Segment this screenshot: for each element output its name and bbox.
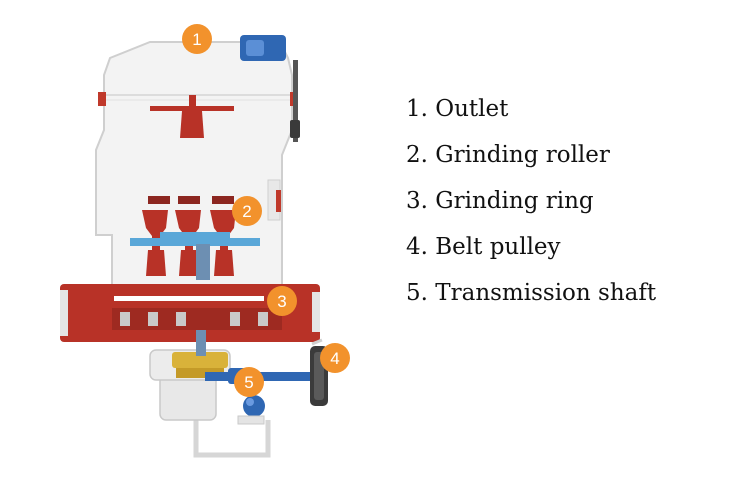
callout-badge bbox=[234, 367, 264, 397]
grinding-rollers bbox=[130, 196, 260, 280]
callout-3: 3 bbox=[267, 286, 297, 316]
svg-text:2: 2 bbox=[242, 202, 251, 221]
legend-label: Belt pulley bbox=[435, 234, 561, 260]
legend-item: 3. Grinding ring bbox=[406, 178, 656, 224]
legend-item: 5. Transmission shaft bbox=[406, 270, 656, 316]
svg-text:5: 5 bbox=[244, 373, 253, 392]
svg-text:3: 3 bbox=[277, 292, 286, 311]
legend-label: Grinding ring bbox=[435, 188, 594, 214]
legend-number: 2. bbox=[406, 142, 428, 168]
legend-number: 3. bbox=[406, 188, 428, 214]
legend-item: 1. Outlet bbox=[406, 86, 656, 132]
legend-number: 5. bbox=[406, 280, 428, 306]
svg-text:1: 1 bbox=[192, 30, 201, 49]
legend-number: 4. bbox=[406, 234, 428, 260]
legend-label: Transmission shaft bbox=[435, 280, 657, 306]
legend-number: 1. bbox=[406, 96, 428, 122]
legend-label: Outlet bbox=[435, 96, 509, 122]
legend-item: 2. Grinding roller bbox=[406, 132, 656, 178]
callout-5: 5 bbox=[234, 367, 264, 397]
legend-item: 4. Belt pulley bbox=[406, 224, 656, 270]
fan-motor bbox=[240, 35, 300, 142]
parts-legend: 1. Outlet 2. Grinding roller 3. Grinding… bbox=[406, 86, 656, 316]
svg-text:4: 4 bbox=[330, 349, 339, 368]
callout-badge bbox=[232, 196, 262, 226]
callout-badge bbox=[320, 343, 350, 373]
outlet-separator bbox=[150, 95, 234, 138]
callout-4: 4 bbox=[320, 343, 350, 373]
callout-1: 1 bbox=[182, 24, 212, 54]
callout-badge bbox=[267, 286, 297, 316]
callout-2: 2 bbox=[232, 196, 262, 226]
legend-label: Grinding roller bbox=[435, 142, 610, 168]
grinding-ring bbox=[60, 284, 320, 342]
callout-badge bbox=[182, 24, 212, 54]
mill-diagram: 1 2 3 4 5 bbox=[60, 24, 350, 458]
